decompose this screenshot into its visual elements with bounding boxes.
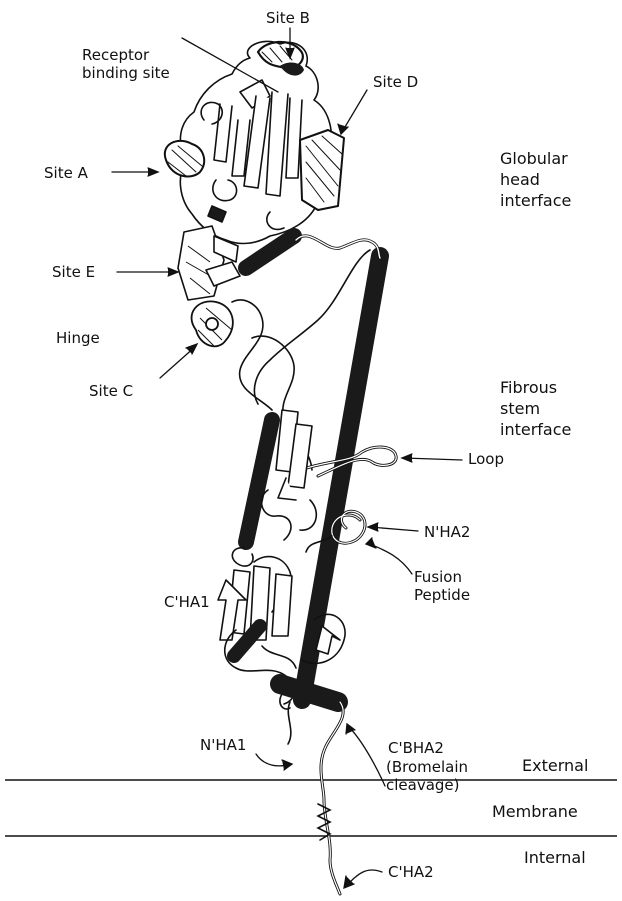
site-d-label: Site D: [373, 73, 418, 91]
head-helix: [246, 236, 294, 268]
n-ha2-label: N'HA2: [424, 523, 470, 541]
globular-head-interface-label: Globular head interface: [500, 148, 590, 211]
long-helix: [302, 256, 380, 700]
external-zone-label: External: [522, 755, 588, 776]
hinge-label: Hinge: [56, 329, 100, 347]
fusion-peptide-label: Fusion Peptide: [414, 568, 488, 604]
site-c-label: Site C: [89, 382, 133, 400]
site-e-label: Site E: [52, 263, 95, 281]
transmembrane-tail: [318, 702, 343, 894]
n-ha1-label: N'HA1: [200, 736, 246, 754]
c-ha1-label: C'HA1: [164, 593, 210, 611]
membrane-zone-label: Membrane: [492, 801, 578, 822]
site-b-label: Site B: [266, 9, 310, 27]
site-a-label: Site A: [44, 164, 88, 182]
site-c-loop: [192, 301, 233, 346]
c-bha2-label: C'BHA2: [388, 739, 444, 757]
loop-label: Loop: [468, 450, 504, 468]
bromelain-cleavage-label: (Bromelain cleavage): [386, 758, 482, 794]
bottom-helix: [280, 684, 338, 702]
c-ha2-label: C'HA2: [388, 863, 434, 881]
stem-helix: [246, 420, 272, 542]
fibrous-stem-interface-label: Fibrous stem interface: [500, 377, 580, 440]
site-e-region: [178, 226, 240, 300]
internal-zone-label: Internal: [524, 847, 586, 868]
receptor-binding-site-label: Receptor binding site: [82, 46, 172, 82]
globular-head: [165, 41, 344, 243]
